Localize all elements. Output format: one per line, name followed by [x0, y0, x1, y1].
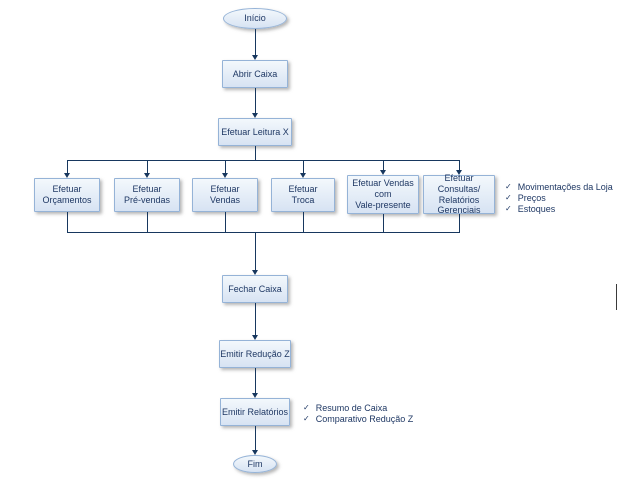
step-abrir-caixa: Abrir Caixa — [222, 60, 288, 88]
arrow-down-icon — [380, 170, 386, 175]
connector-line — [147, 212, 148, 232]
branch-efetuar-pre-vendas: Efetuar Pré-vendas — [114, 178, 180, 212]
note-item: ✓ Resumo de Caixa — [303, 403, 387, 413]
connector-line — [383, 214, 384, 232]
branch-label: Efetuar Vendas — [209, 184, 241, 205]
arrow-down-icon — [64, 173, 70, 178]
note-text: Resumo de Caixa — [315, 403, 388, 413]
arrow-down-icon — [252, 450, 258, 455]
check-icon: ✓ — [505, 204, 512, 213]
connector-line — [303, 160, 304, 173]
note-item: ✓ Preços — [505, 193, 546, 203]
branch-label: Efetuar Orçamentos — [42, 184, 92, 205]
arrow-down-icon — [252, 113, 258, 118]
check-icon: ✓ — [303, 403, 310, 412]
arrow-down-icon — [252, 270, 258, 275]
step-label: Emitir Redução Z — [220, 348, 290, 359]
step-label: Efetuar Leitura X — [221, 126, 289, 137]
branch-label: Efetuar Pré-vendas — [123, 184, 171, 205]
step-label: Abrir Caixa — [232, 68, 278, 79]
connector-line — [147, 160, 148, 173]
branch-label: Efetuar Vendas com Vale-presente — [352, 178, 414, 210]
branch-efetuar-vendas-vale-presente: Efetuar Vendas com Vale-presente — [347, 175, 419, 214]
connector-line — [383, 160, 384, 170]
step-label: Fechar Caixa — [228, 283, 282, 294]
connector-line — [255, 303, 256, 335]
connector-line — [255, 29, 256, 55]
check-icon: ✓ — [303, 414, 310, 423]
connector-line — [225, 160, 226, 173]
step-label: Emitir Relatórios — [221, 406, 288, 417]
connector-line — [67, 232, 460, 233]
connector-line — [255, 88, 256, 113]
check-icon: ✓ — [505, 182, 512, 191]
start-label: Início — [244, 13, 266, 24]
connector-line — [225, 212, 226, 232]
arrow-down-icon — [252, 335, 258, 340]
start-terminator: Início — [223, 8, 287, 29]
connector-line — [67, 212, 68, 232]
cursor-artifact — [616, 284, 617, 310]
end-label: Fim — [247, 458, 263, 469]
step-emitir-relatorios: Emitir Relatórios — [220, 398, 290, 426]
connector-line — [67, 160, 460, 161]
note-item: ✓ Comparativo Redução Z — [303, 414, 413, 424]
connector-line — [255, 232, 256, 270]
note-text: Estoques — [517, 204, 556, 214]
step-fechar-caixa: Fechar Caixa — [222, 275, 288, 303]
check-icon: ✓ — [505, 193, 512, 202]
branch-label: Efetuar Consultas/ Relatórios Gerenciais — [437, 172, 481, 216]
connector-line — [67, 160, 68, 173]
branch-label: Efetuar Troca — [288, 184, 318, 205]
connector-line — [459, 214, 460, 232]
note-item: ✓ Movimentações da Loja — [505, 182, 613, 192]
connector-line — [303, 212, 304, 232]
branch-efetuar-orcamentos: Efetuar Orçamentos — [34, 178, 100, 212]
arrow-down-icon — [252, 393, 258, 398]
branch-efetuar-consultas-relatorios: Efetuar Consultas/ Relatórios Gerenciais — [423, 172, 495, 216]
arrow-down-icon — [222, 173, 228, 178]
note-text: Comparativo Redução Z — [315, 414, 414, 424]
arrow-down-icon — [300, 173, 306, 178]
branch-efetuar-troca: Efetuar Troca — [271, 178, 335, 212]
branch-efetuar-vendas: Efetuar Vendas — [192, 178, 258, 212]
note-item: ✓ Estoques — [505, 204, 555, 214]
note-text: Movimentações da Loja — [517, 182, 613, 192]
connector-line — [459, 160, 460, 170]
connector-line — [255, 146, 256, 160]
arrow-down-icon — [144, 173, 150, 178]
arrow-down-icon — [252, 55, 258, 60]
arrow-down-icon — [456, 170, 462, 175]
connector-line — [255, 426, 256, 450]
step-efetuar-leitura-x: Efetuar Leitura X — [218, 118, 292, 146]
connector-line — [255, 368, 256, 393]
end-terminator: Fim — [233, 455, 277, 473]
note-text: Preços — [517, 193, 546, 203]
step-emitir-reducao-z: Emitir Redução Z — [219, 340, 291, 368]
